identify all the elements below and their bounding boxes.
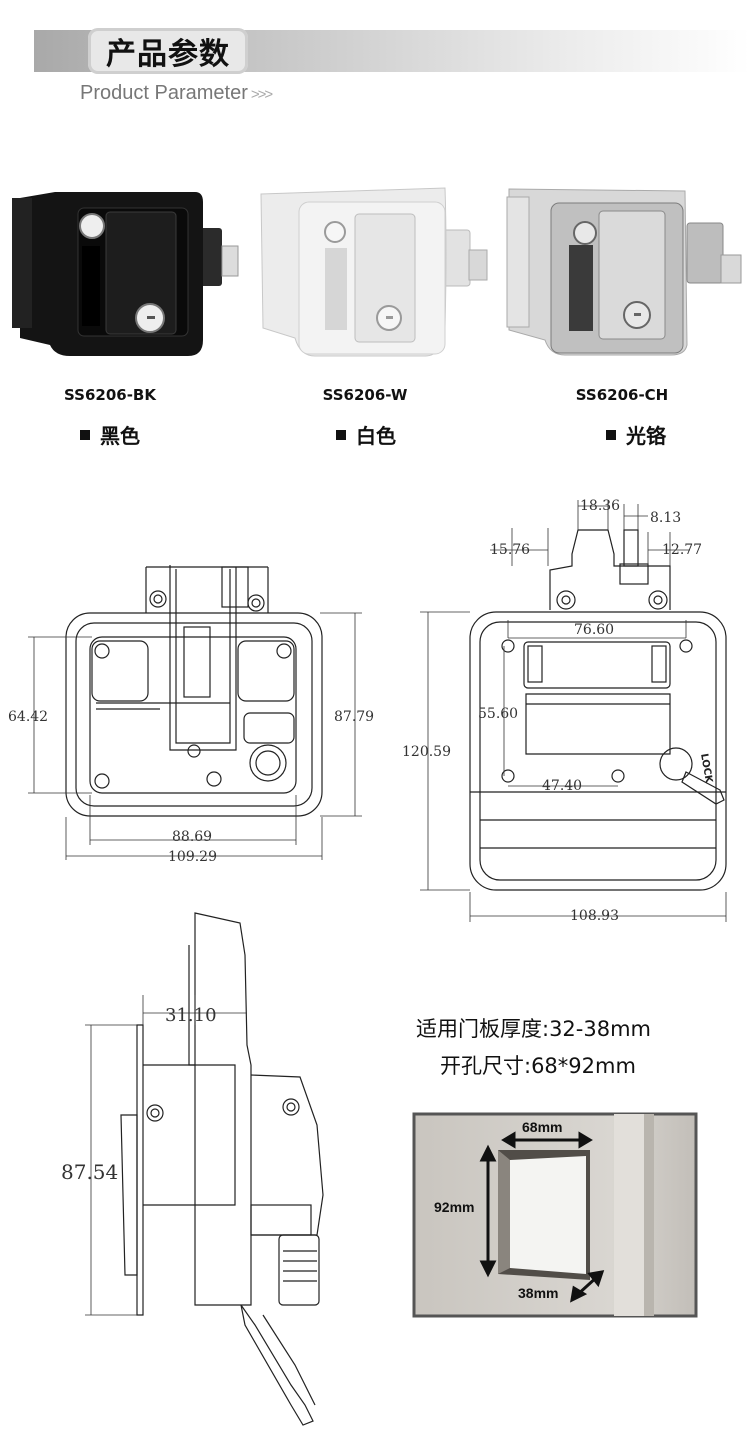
- product-image-bk: [12, 192, 239, 356]
- dim-front-h-inner: 64.42: [8, 709, 48, 725]
- section-subtitle: Product Parameter>>>: [80, 82, 273, 105]
- dim-front-w-outer: 109.29: [168, 849, 217, 865]
- dim-side-depth: 31.10: [165, 1005, 217, 1026]
- color-w-label: 白色: [356, 424, 396, 448]
- dim-front-h-outer: 87.79: [334, 709, 374, 725]
- subtitle-text: Product Parameter: [80, 82, 248, 104]
- drawing-front: 64.42 87.79 88.69 109.29: [8, 565, 374, 865]
- dim-side-height: 87.54: [61, 1160, 118, 1184]
- section-title: 产品参数: [88, 28, 248, 74]
- model-ch: SS6206-CH: [575, 386, 669, 404]
- spec-cutout: 开孔尺寸:68*92mm: [440, 1054, 636, 1078]
- dim-back-d7: 47.40: [542, 778, 582, 794]
- color-ch-label: 光铬: [626, 424, 666, 448]
- dim-back-d6: 55.60: [478, 706, 518, 722]
- color-ch: 光铬: [606, 420, 666, 449]
- color-w: 白色: [336, 420, 396, 449]
- key-lock-text: LOCK: [698, 753, 714, 785]
- cutout-height-label: 92mm: [434, 1199, 474, 1215]
- dim-back-d4: 12.77: [662, 542, 702, 558]
- cutout-depth-label: 38mm: [518, 1285, 558, 1301]
- spec-door-thickness: 适用门板厚度:32-38mm: [416, 1017, 652, 1041]
- bullet-square-icon: [80, 429, 90, 440]
- drawing-back: LOCK 18.36 8.13 15.76 12.77 76.60 55.60 …: [402, 498, 727, 924]
- subtitle-arrows: >>>: [250, 86, 273, 103]
- dim-front-w-inner: 88.69: [172, 829, 212, 845]
- model-bk: SS6206-BK: [64, 386, 156, 404]
- dim-back-d1: 18.36: [580, 498, 620, 514]
- model-w: SS6206-W: [322, 386, 408, 404]
- dim-back-d5: 76.60: [574, 622, 614, 638]
- cutout-photo: 68mm 92mm 38mm: [412, 1112, 698, 1318]
- bullet-square-icon: [336, 429, 346, 440]
- color-bk: 黑色: [80, 420, 140, 449]
- cutout-width-label: 68mm: [522, 1119, 562, 1135]
- product-image-ch: [506, 188, 742, 356]
- bullet-square-icon: [606, 429, 616, 440]
- product-image-w: [260, 187, 488, 357]
- color-bk-label: 黑色: [100, 424, 140, 448]
- dim-back-d3: 15.76: [490, 542, 530, 558]
- drawing-side: 31.10 87.54: [61, 912, 324, 1426]
- dim-back-d2: 8.13: [650, 510, 681, 526]
- dim-back-d8: 120.59: [402, 744, 451, 760]
- dim-back-d9: 108.93: [570, 908, 619, 924]
